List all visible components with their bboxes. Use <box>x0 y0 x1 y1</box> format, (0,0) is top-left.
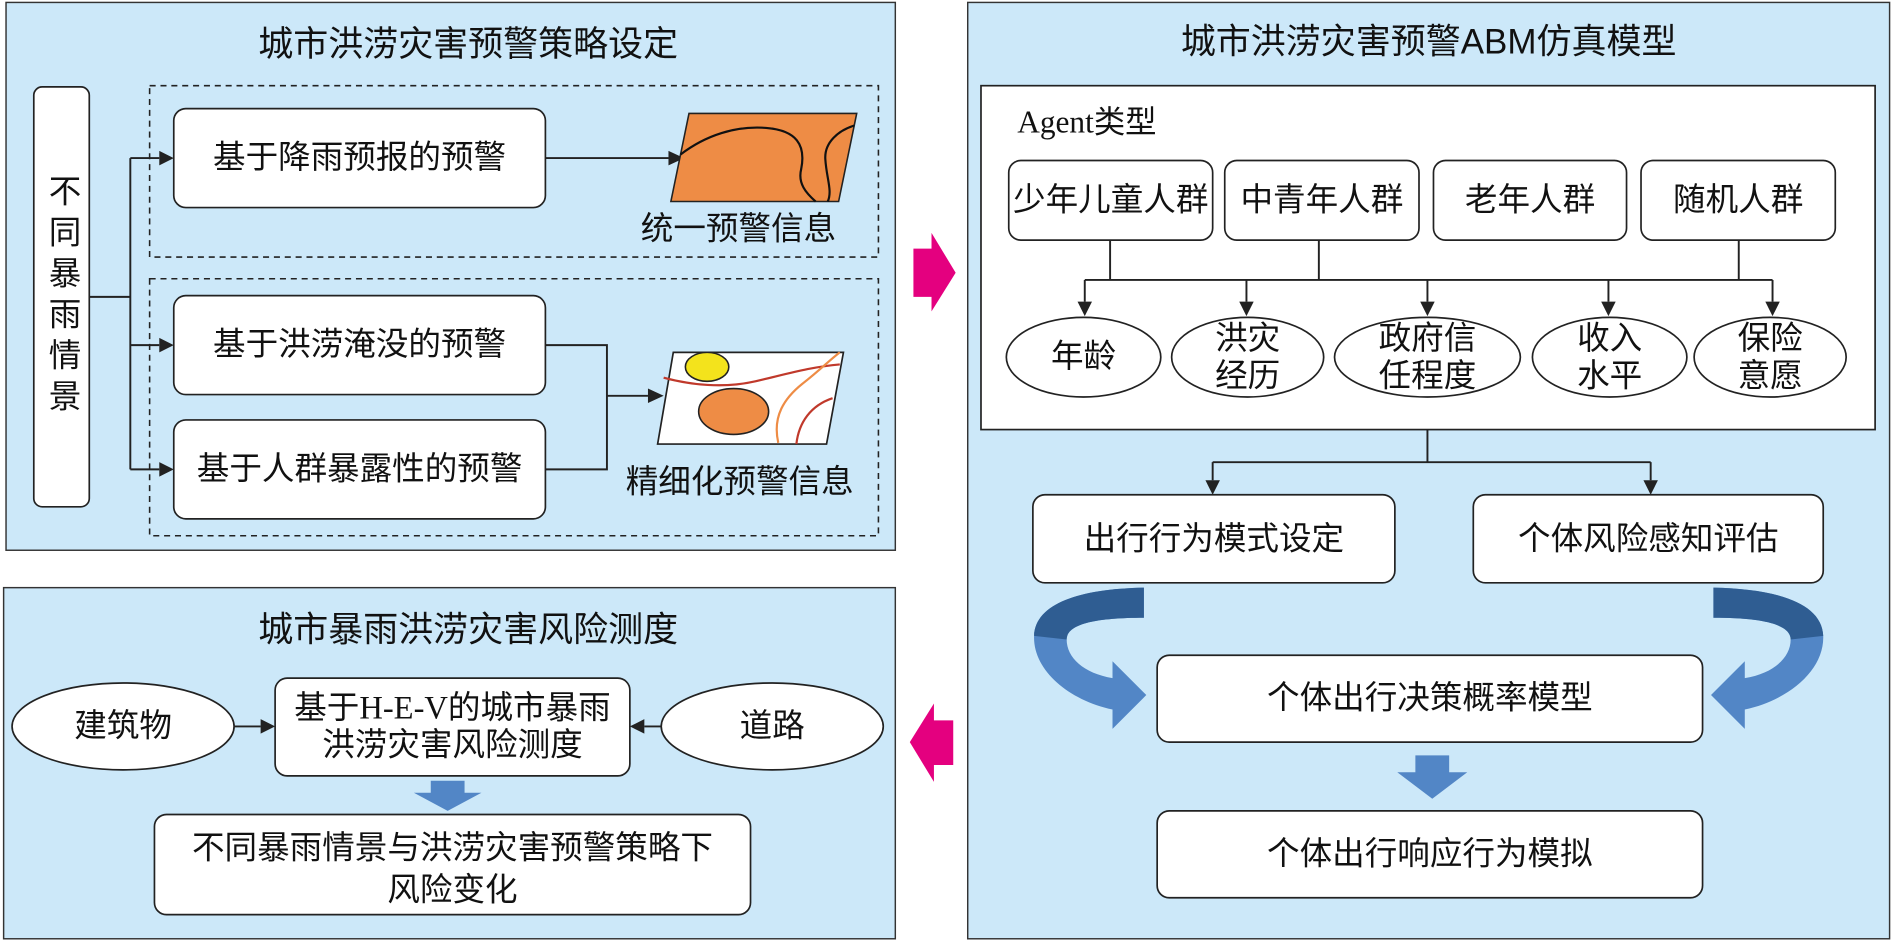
agent-to-behavior-connector <box>1205 429 1658 495</box>
attribute-label: 洪灾 <box>1215 320 1280 357</box>
arrow-refined-merge <box>545 344 664 471</box>
map-road-line <box>663 363 840 387</box>
blue-down-arrow <box>413 780 482 811</box>
attribute-node <box>1531 316 1688 398</box>
road-label: 道路 <box>740 707 805 744</box>
connector-line <box>545 344 648 471</box>
response-simulation-label: 个体出行响应行为模拟 <box>1267 835 1593 872</box>
risk-perception-box <box>1472 493 1825 584</box>
attribute-label: 任程度 <box>1379 357 1477 394</box>
map-yellow-zone <box>684 351 730 383</box>
curved-arrow-right <box>1711 587 1824 729</box>
attribute-node <box>1693 316 1847 398</box>
decision-model-box <box>1156 654 1704 743</box>
arrowhead <box>1239 301 1254 317</box>
arrow-building-to-hev <box>234 719 276 734</box>
group-to-attribute-connector <box>1077 240 1780 317</box>
arrow-road-to-hev <box>629 719 662 734</box>
scenario-connector <box>89 150 174 477</box>
refined-warning-map-icon <box>656 351 845 445</box>
arrowhead <box>159 462 174 477</box>
arrow-rain-to-unified <box>545 150 685 166</box>
rain-forecast-warning-label: 基于降雨预报的预警 <box>213 139 506 176</box>
map-river-line <box>775 351 841 444</box>
attribute-label: 水平 <box>1577 357 1642 394</box>
attribute-node <box>1170 316 1325 398</box>
response-simulation-box <box>1156 810 1704 899</box>
map-boundary-line <box>679 126 817 203</box>
hev-risk-label-line1: 基于H-E-V的城市暴雨 <box>294 689 611 726</box>
arrowhead <box>668 150 685 166</box>
travel-mode-box <box>1032 493 1396 584</box>
attribute-node <box>1333 316 1522 398</box>
arrowhead <box>1643 480 1658 495</box>
attribute-label: 年龄 <box>1051 338 1116 375</box>
panel-risk-measurement: 城市暴雨洪涝灾害风险测度 建筑物 基于H-E-V的城市暴雨 洪涝灾害风险测度 道… <box>2 586 897 940</box>
agent-group-list: 少年儿童人群 中青年人群 老年人群 随机人群 <box>1007 159 1837 241</box>
arrowhead <box>159 150 174 166</box>
map-area <box>669 112 858 203</box>
unified-warning-group-frame <box>148 84 880 258</box>
arrowhead <box>1077 301 1093 317</box>
risk-change-label-line1: 不同暴雨情景与洪涝灾害预警策略下 <box>192 829 713 866</box>
panel-warning-strategy: 城市洪涝灾害预警策略设定 不同暴雨情景 基于降雨预报的预警 统一预警信息 基于洪… <box>5 1 897 551</box>
curved-arrow-left <box>1034 587 1147 729</box>
pink-arrow-left <box>909 703 954 782</box>
refined-warning-group-frame <box>148 277 880 537</box>
map-boundary-line <box>824 124 855 202</box>
agent-attribute-list: 年龄 洪灾 经历 政府信 任程度 收入 水平 保险 意愿 <box>1005 316 1847 398</box>
panel-title: 城市暴雨洪涝灾害风险测度 <box>258 610 678 649</box>
agent-group-label: 老年人群 <box>1465 181 1595 218</box>
hev-risk-label-line2: 洪涝灾害风险测度 <box>322 727 583 764</box>
crowd-exposure-warning-label: 基于人群暴露性的预警 <box>197 450 523 487</box>
unified-warning-map-icon <box>669 112 858 203</box>
arrowhead <box>647 388 664 404</box>
blue-down-arrow <box>1397 755 1468 799</box>
attribute-label: 保险 <box>1738 320 1803 357</box>
connector-line <box>1083 279 1774 302</box>
pink-arrow-right <box>913 232 956 312</box>
connector-line <box>1211 429 1652 481</box>
arrowhead <box>629 719 645 734</box>
map-road-line <box>795 397 833 445</box>
flood-inundation-warning-label: 基于洪涝淹没的预警 <box>213 326 506 363</box>
travel-mode-label: 出行行为模式设定 <box>1084 520 1345 557</box>
connector-line <box>130 157 160 471</box>
risk-change-label-line2: 风险变化 <box>387 872 517 909</box>
agent-group-box <box>1432 159 1628 241</box>
unified-info-label: 统一预警信息 <box>641 210 836 247</box>
decision-model-label: 个体出行决策概率模型 <box>1267 680 1593 717</box>
arrowhead <box>159 337 174 353</box>
agent-group-label: 少年儿童人群 <box>1013 181 1208 218</box>
arrowhead <box>1601 301 1616 317</box>
arrowhead <box>1420 301 1435 317</box>
curved-arrow-shade <box>1713 587 1824 640</box>
agent-group-label: 中青年人群 <box>1240 181 1403 218</box>
hev-risk-box <box>274 677 631 777</box>
scenario-label: 不同暴雨情景 <box>44 174 81 420</box>
panel-abm-simulation: 城市洪涝灾害预警ABM仿真模型 Agent类型 少年儿童人群 中青年人群 老年人… <box>966 1 1891 940</box>
agent-type-label: Agent类型 <box>1017 104 1156 139</box>
agent-group-label: 随机人群 <box>1673 181 1803 218</box>
map-orange-zone <box>697 387 770 436</box>
risk-change-box <box>153 813 752 916</box>
agent-group-box <box>1223 159 1420 241</box>
attribute-label: 收入 <box>1577 320 1642 357</box>
building-label: 建筑物 <box>74 707 172 744</box>
risk-perception-label: 个体风险感知评估 <box>1518 520 1779 557</box>
attribute-label: 意愿 <box>1738 357 1803 394</box>
connector-line <box>89 158 132 470</box>
attribute-label: 政府信 <box>1379 320 1477 357</box>
connector-line <box>1084 240 1773 281</box>
panel-title: 城市洪涝灾害预警策略设定 <box>258 25 678 64</box>
curved-arrow-shade <box>1034 587 1144 640</box>
arrowhead <box>1765 301 1780 317</box>
attribute-node <box>1005 316 1162 398</box>
arrowhead <box>260 719 276 734</box>
panel-title: 城市洪涝灾害预警ABM仿真模型 <box>1181 23 1677 62</box>
arrowhead <box>1205 480 1220 495</box>
attribute-label: 经历 <box>1215 357 1280 394</box>
refined-info-label: 精细化预警信息 <box>626 464 854 501</box>
